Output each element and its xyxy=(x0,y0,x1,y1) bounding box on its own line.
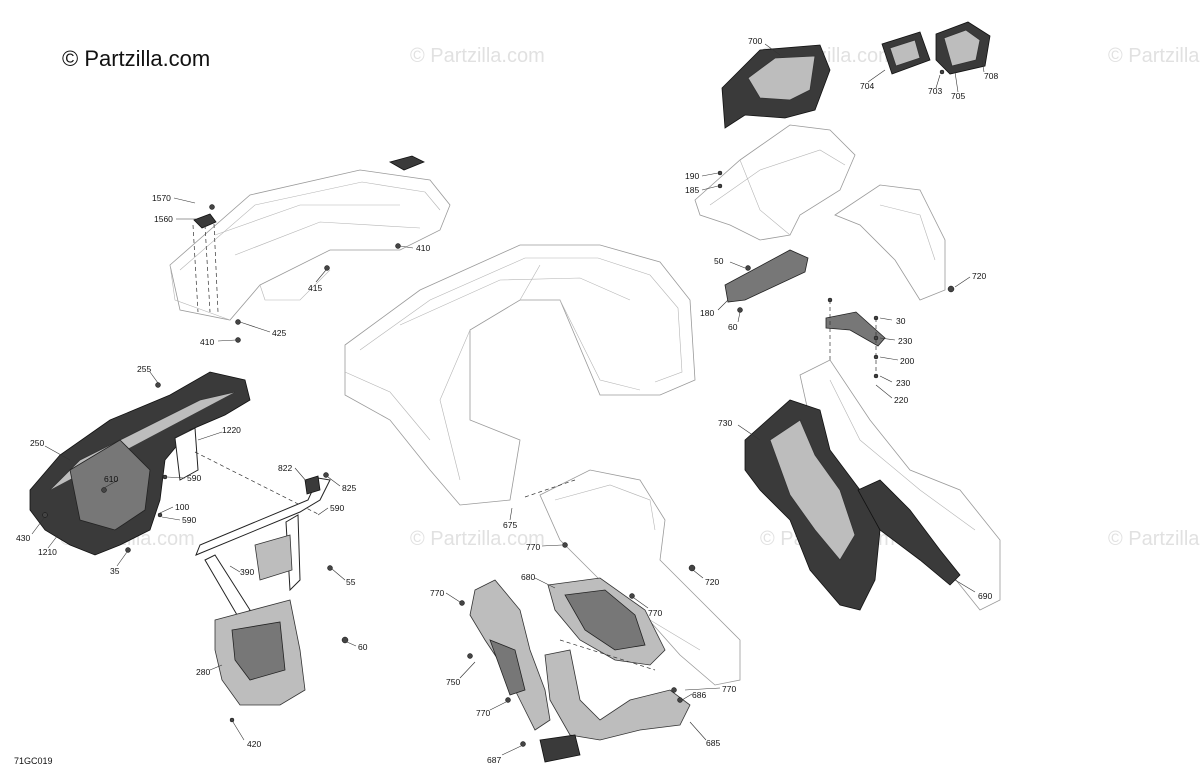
leader-lines xyxy=(31,43,985,756)
callout-770: 770 xyxy=(476,708,490,718)
callout-704: 704 xyxy=(860,81,874,91)
callout-60: 60 xyxy=(358,642,368,652)
diagram-code: 71GC019 xyxy=(14,756,53,766)
callout-425: 425 xyxy=(272,328,286,338)
callout-55: 55 xyxy=(346,577,356,587)
callout-687: 687 xyxy=(487,755,501,765)
callout-420: 420 xyxy=(247,739,261,749)
callout-822: 822 xyxy=(278,463,292,473)
callout-230: 230 xyxy=(898,336,912,346)
callout-100: 100 xyxy=(175,502,189,512)
callout-685: 685 xyxy=(706,738,720,748)
callout-410: 410 xyxy=(200,337,214,347)
right-side-panel-group xyxy=(744,359,1001,611)
callout-190: 190 xyxy=(685,171,699,181)
callout-770: 770 xyxy=(430,588,444,598)
callout-415: 415 xyxy=(308,283,322,293)
callout-390: 390 xyxy=(240,567,254,577)
callout-50: 50 xyxy=(714,256,724,266)
copyright-text: © Partzilla.com xyxy=(62,46,210,71)
watermark: © Partzilla.com xyxy=(410,528,545,550)
callout-675: 675 xyxy=(503,520,517,530)
callout-590: 590 xyxy=(330,503,344,513)
callout-700: 700 xyxy=(748,36,762,46)
front-console-group xyxy=(694,21,991,380)
callout-430: 430 xyxy=(16,533,30,543)
callout-680: 680 xyxy=(521,572,535,582)
watermark: © Partzilla.com xyxy=(410,45,545,67)
callout-720: 720 xyxy=(705,577,719,587)
callout-708: 708 xyxy=(984,71,998,81)
callout-770: 770 xyxy=(526,542,540,552)
callout-60: 60 xyxy=(728,322,738,332)
rear-fender-ghost xyxy=(344,244,696,506)
callout-220: 220 xyxy=(894,395,908,405)
rack-clip-part xyxy=(193,213,217,229)
callout-730: 730 xyxy=(718,418,732,428)
center-side-panel-group xyxy=(459,469,741,763)
callout-703: 703 xyxy=(928,86,942,96)
callout-1220: 1220 xyxy=(222,425,241,435)
callout-770: 770 xyxy=(648,608,662,618)
callout-750: 750 xyxy=(446,677,460,687)
callout-410: 410 xyxy=(416,243,430,253)
front-bracket-group xyxy=(195,472,349,723)
reflector-1220 xyxy=(174,427,199,481)
callout-610: 610 xyxy=(104,474,118,484)
watermark: © Partzilla.com xyxy=(1108,45,1200,67)
callout-30: 30 xyxy=(896,316,906,326)
watermark: © Partzilla.com xyxy=(1108,528,1200,550)
callout-1570: 1570 xyxy=(152,193,171,203)
callout-770: 770 xyxy=(722,684,736,694)
callout-200: 200 xyxy=(900,356,914,366)
callout-686: 686 xyxy=(692,690,706,700)
callout-185: 185 xyxy=(685,185,699,195)
callout-1210: 1210 xyxy=(38,547,57,557)
callout-705: 705 xyxy=(951,91,965,101)
callout-35: 35 xyxy=(110,566,120,576)
callout-690: 690 xyxy=(978,591,992,601)
callout-1560: 1560 xyxy=(154,214,173,224)
front-left-fender-group xyxy=(29,371,321,556)
callout-720: 720 xyxy=(972,271,986,281)
callout-255: 255 xyxy=(137,364,151,374)
rack-latch-part xyxy=(388,155,425,171)
callout-labels: 700 704 703 705 708 190 185 50 180 60 72… xyxy=(16,36,998,765)
callout-590: 590 xyxy=(187,473,201,483)
callout-180: 180 xyxy=(700,308,714,318)
watermark-layer: © Partzilla.com © Partzilla.com © Partzi… xyxy=(60,45,1200,550)
callout-250: 250 xyxy=(30,438,44,448)
callout-230: 230 xyxy=(896,378,910,388)
callout-590: 590 xyxy=(182,515,196,525)
callout-280: 280 xyxy=(196,667,210,677)
callout-825: 825 xyxy=(342,483,356,493)
rear-rack-ghost xyxy=(169,169,451,321)
